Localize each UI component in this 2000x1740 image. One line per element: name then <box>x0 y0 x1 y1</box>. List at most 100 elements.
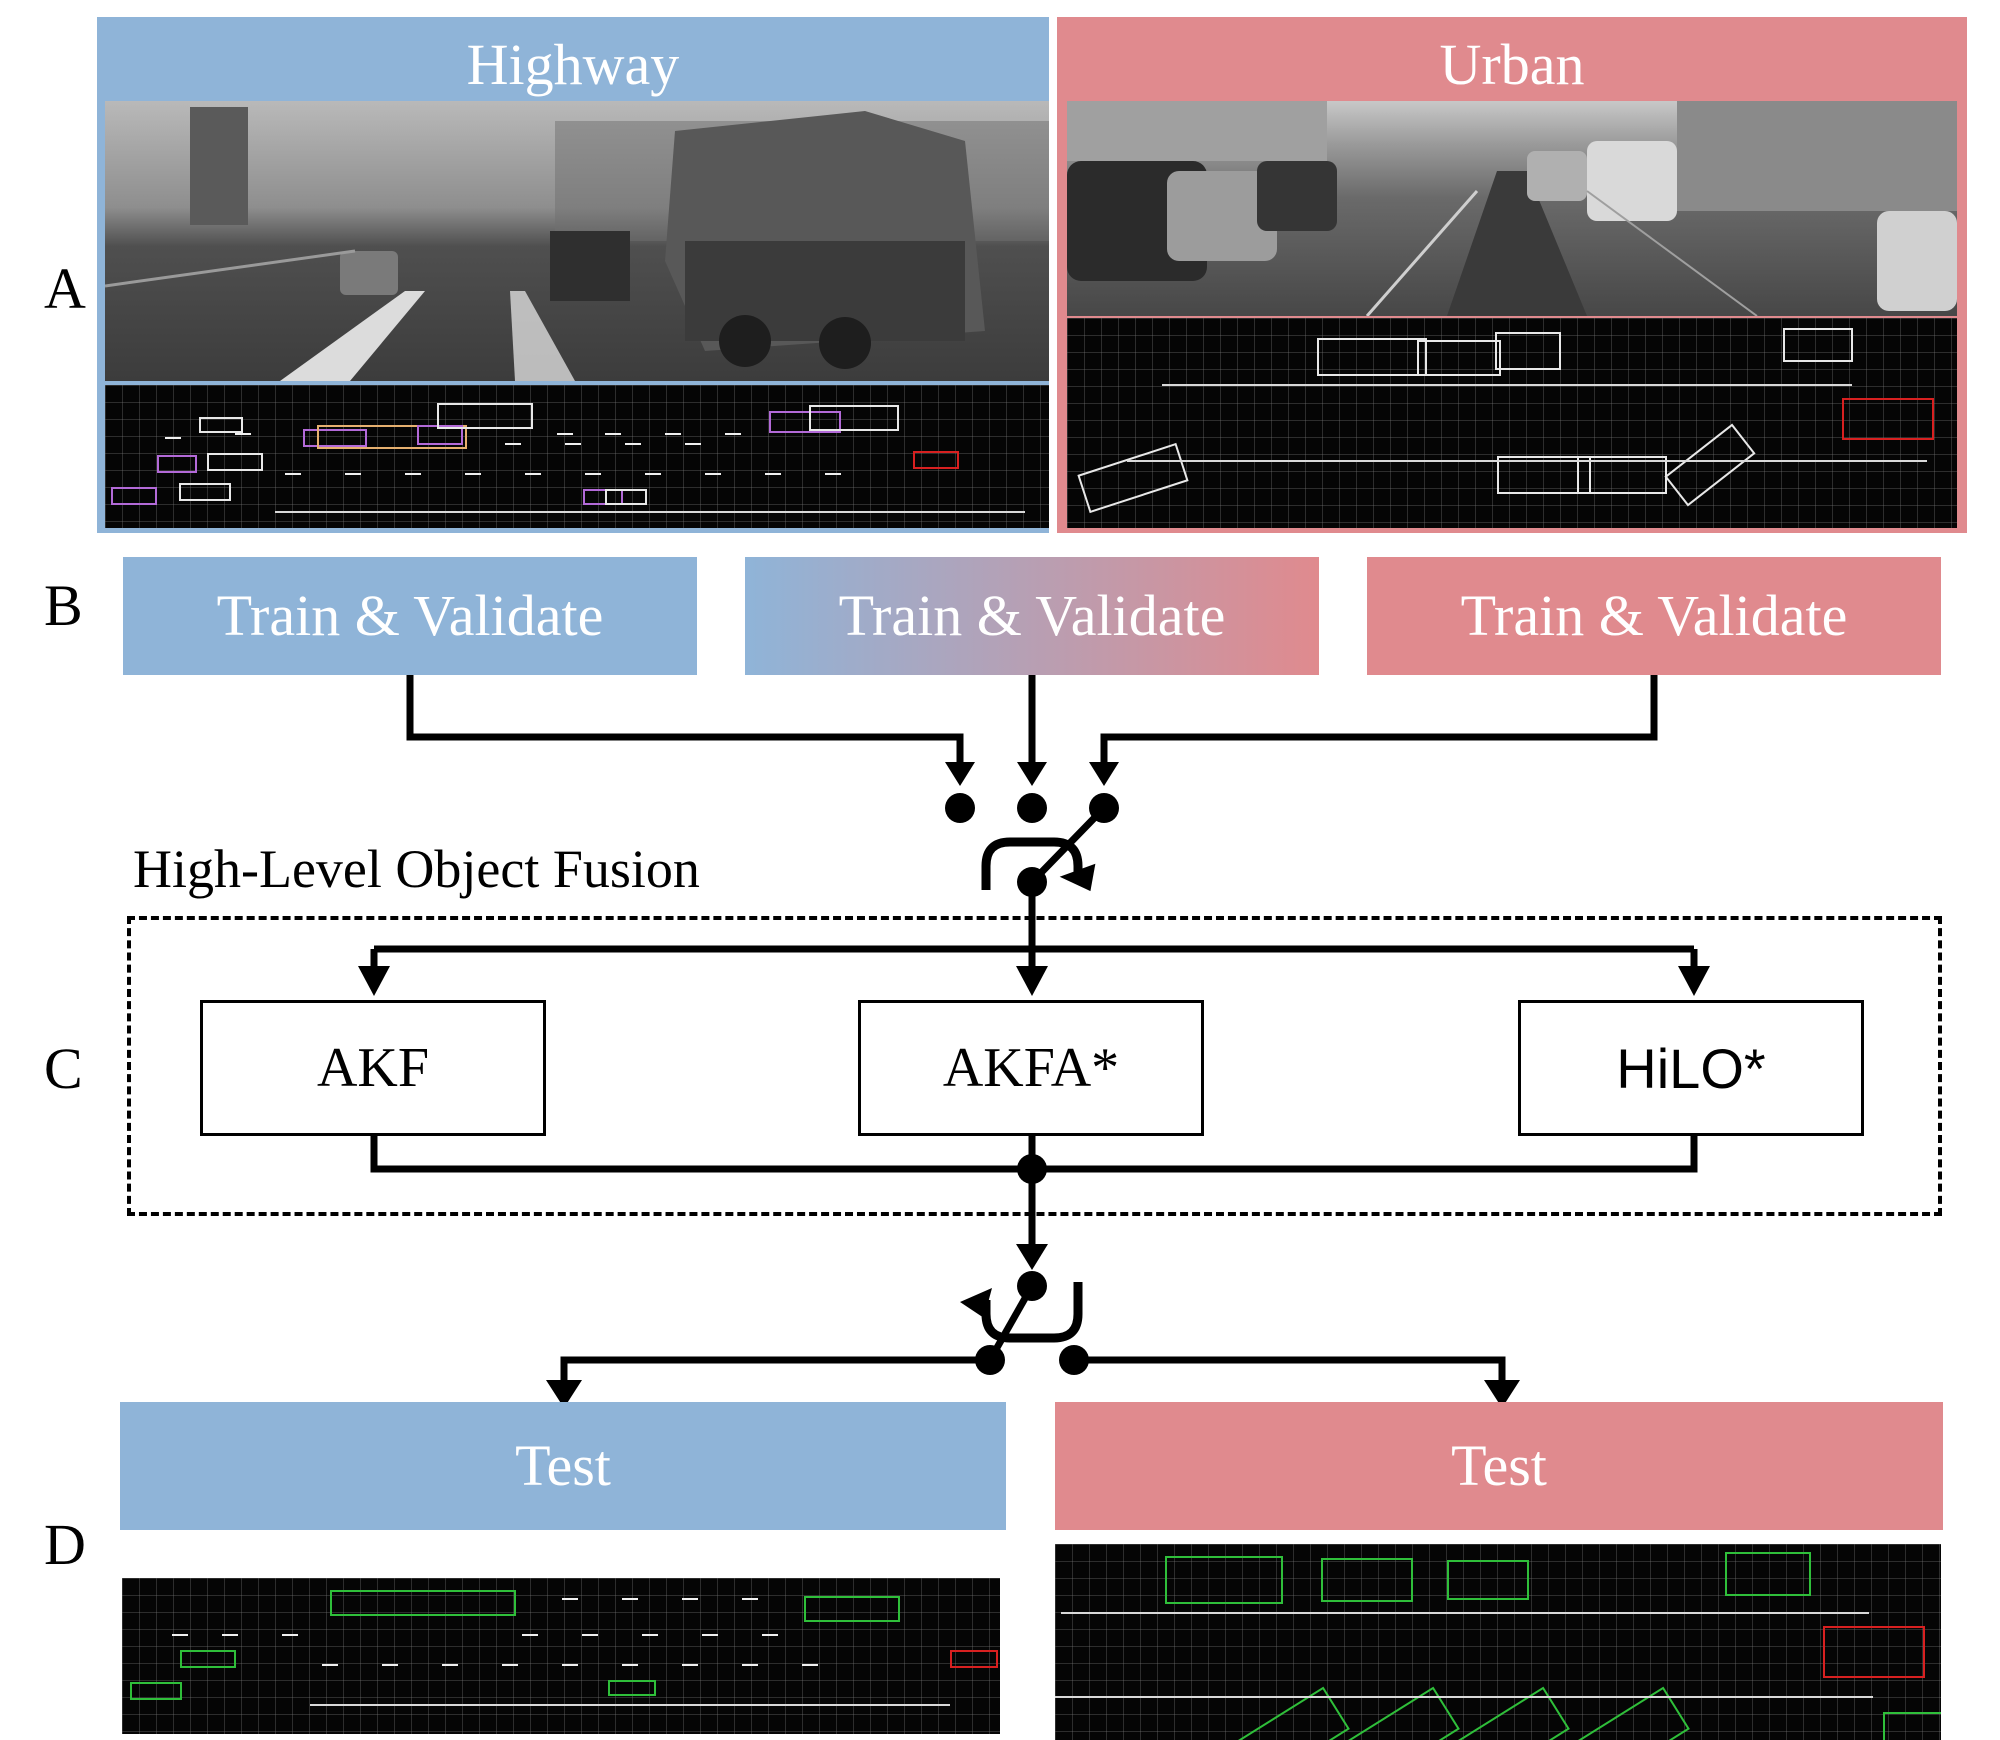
detection-box <box>608 1680 656 1696</box>
lane-dash <box>605 433 621 435</box>
lane-dash <box>622 1598 638 1600</box>
lane-dash <box>742 1598 758 1600</box>
lane-dash <box>165 437 181 439</box>
lane-dash <box>585 473 601 475</box>
road-edge-line <box>1127 460 1927 462</box>
detection-box <box>1417 340 1501 376</box>
detection-box <box>605 489 647 505</box>
lane-dash <box>172 1634 188 1636</box>
urban-camera-image <box>1067 101 1957 316</box>
detection-box <box>330 1590 516 1616</box>
urban-panel: Urban <box>1057 17 1967 533</box>
highway-header: Highway <box>466 32 680 97</box>
detection-box <box>1495 332 1561 370</box>
train-validate-mixed: Train & Validate <box>745 557 1319 675</box>
detection-box <box>1823 1626 1925 1678</box>
lane-dash <box>322 1664 338 1666</box>
lane-dash <box>665 433 681 435</box>
row-label-b: B <box>44 573 83 638</box>
row-label-d: D <box>44 1512 86 1577</box>
lane-dash <box>442 1664 458 1666</box>
lane-dash <box>562 1598 578 1600</box>
road-edge-line <box>275 511 1025 513</box>
detection-box <box>1230 1686 1350 1740</box>
detection-box <box>1165 1556 1283 1604</box>
row-label-a: A <box>44 256 86 321</box>
urban-road-svg <box>1067 101 1957 316</box>
road-edge-line <box>1055 1696 1873 1698</box>
lane-dash <box>405 473 421 475</box>
detection-box <box>1883 1712 1941 1740</box>
detection-box <box>950 1650 998 1668</box>
lane-dash <box>702 1634 718 1636</box>
detection-box <box>130 1682 182 1700</box>
lane-dash <box>725 433 741 435</box>
detection-box <box>583 489 623 505</box>
detection-box <box>1577 456 1667 494</box>
lane-dash <box>382 1664 398 1666</box>
detection-box <box>1497 456 1591 494</box>
lane-dash <box>345 473 361 475</box>
lane-dash <box>285 473 301 475</box>
detection-box <box>1317 338 1427 376</box>
detection-box <box>303 429 367 447</box>
road-edge-line <box>1061 1612 1869 1614</box>
train-validate-highway: Train & Validate <box>123 557 697 675</box>
detection-box <box>913 451 959 469</box>
method-akfa: AKFA* <box>858 1000 1204 1136</box>
train-validate-urban: Train & Validate <box>1367 557 1941 675</box>
lane-dash <box>705 473 721 475</box>
lane-dash <box>802 1664 818 1666</box>
test-highway: Test <box>120 1402 1006 1530</box>
detection-box <box>437 403 533 429</box>
lane-dash <box>825 473 841 475</box>
test-urban: Test <box>1055 1402 1943 1530</box>
lane-dash <box>642 1634 658 1636</box>
method-hilo: HiLO* <box>1518 1000 1864 1136</box>
lane-dash <box>765 473 781 475</box>
detection-box <box>1340 1686 1460 1740</box>
fusion-title: High-Level Object Fusion <box>133 839 700 899</box>
detection-box <box>1842 398 1934 440</box>
detection-box <box>317 425 467 449</box>
method-akf: AKF <box>200 1000 546 1136</box>
lane-dash <box>522 1634 538 1636</box>
fusion-frame <box>127 916 1942 1216</box>
road-edge-line <box>310 1704 950 1706</box>
lane-dash <box>682 1598 698 1600</box>
detection-box <box>809 405 899 431</box>
lane-dash <box>502 1664 518 1666</box>
lane-dash <box>557 433 573 435</box>
detection-box <box>769 411 841 433</box>
detection-box <box>417 425 463 445</box>
detection-box <box>180 1650 236 1668</box>
highway-camera-image <box>105 101 1049 381</box>
lane-dash <box>525 473 541 475</box>
lane-dash <box>742 1664 758 1666</box>
detection-box <box>1725 1552 1811 1596</box>
lane-dash <box>645 473 661 475</box>
lane-dash <box>682 1664 698 1666</box>
road-edge-line <box>1162 384 1852 386</box>
detection-box <box>1447 1560 1529 1600</box>
urban-header: Urban <box>1439 32 1585 97</box>
detection-box <box>804 1596 900 1622</box>
urban-test-bev-grid <box>1055 1544 1941 1740</box>
lane-dash <box>465 473 481 475</box>
lane-dash <box>685 443 701 445</box>
detection-box <box>207 453 263 471</box>
highway-panel: Highway <box>97 17 1049 533</box>
highway-bev-grid <box>105 385 1049 528</box>
lane-dash <box>582 1634 598 1636</box>
lane-dash <box>622 1664 638 1666</box>
detection-box <box>1570 1686 1690 1740</box>
detection-box <box>111 487 157 505</box>
highway-test-bev-grid <box>122 1578 1000 1734</box>
detection-box <box>157 455 197 473</box>
lane-dash <box>282 1634 298 1636</box>
urban-bev-grid <box>1067 318 1957 528</box>
lane-dash <box>565 443 581 445</box>
detection-box <box>1783 328 1853 362</box>
detection-box <box>199 417 243 433</box>
